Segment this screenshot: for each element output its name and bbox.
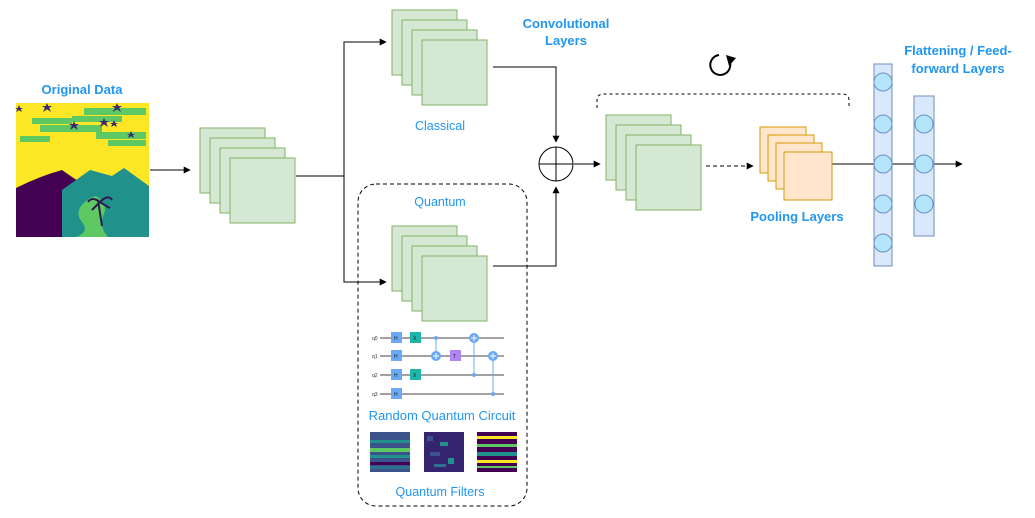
qubit-label: q2 (372, 373, 378, 379)
neuron (914, 194, 934, 214)
neuron (914, 154, 934, 174)
qubit-label: q3 (372, 392, 378, 398)
flatten-label-line1: Flattening / Feed- (904, 43, 1012, 58)
dense-layer-2 (913, 95, 935, 237)
repeat-brace (596, 93, 850, 108)
quantum-container (357, 183, 528, 507)
neuron (873, 154, 893, 174)
dense-layer-1 (873, 63, 893, 267)
qubit-label: q0 (372, 336, 378, 342)
classical-conv-stack (391, 9, 488, 106)
gate-t-label: T (453, 354, 456, 360)
neuron (873, 72, 893, 92)
neuron (914, 114, 934, 134)
quantum-label: Quantum (414, 195, 465, 209)
gate-x-label: X (413, 373, 417, 379)
combined-feature-map-stack (605, 114, 702, 211)
gate-h-label: H (394, 336, 398, 342)
gate-h-label: H (394, 392, 398, 398)
pooling-stack (759, 126, 833, 201)
classical-label: Classical (415, 119, 465, 133)
convolutional-label-line2: Layers (545, 33, 587, 48)
convolutional-label-line1: Convolutional (523, 16, 610, 31)
repeat-loop-icon (709, 54, 736, 76)
quantum-filter-2 (424, 432, 464, 472)
gate-h-label: H (394, 354, 398, 360)
quantum-conv-stack (391, 225, 488, 322)
neuron (873, 233, 893, 253)
flatten-label-line2: forward Layers (911, 61, 1004, 76)
random-quantum-circuit: q0 q1 q2 q3 H H H H X X T (372, 332, 504, 399)
gate-h-label: H (394, 373, 398, 379)
pooling-label: Pooling Layers (750, 209, 843, 224)
quantum-filters-label: Quantum Filters (396, 485, 485, 499)
connectors (150, 38, 963, 286)
quantum-filter-1 (370, 432, 410, 472)
random-circuit-label: Random Quantum Circuit (369, 408, 516, 423)
gate-x-label: X (413, 336, 417, 342)
original-data-image (15, 103, 149, 237)
original-data-label: Original Data (42, 82, 124, 97)
input-feature-map-stack (199, 127, 296, 224)
qubit-label: q1 (372, 354, 378, 360)
neuron (873, 194, 893, 214)
sum-node (538, 146, 574, 182)
quantum-filter-3 (477, 432, 517, 472)
neuron (873, 114, 893, 134)
